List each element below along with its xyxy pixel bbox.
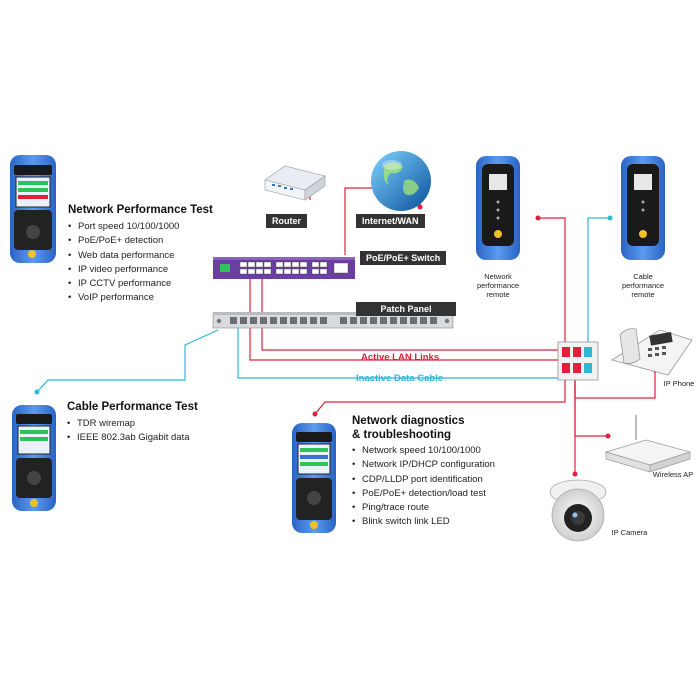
list-item: Blink switch link LED [352,515,495,529]
patch-panel-device [212,312,454,329]
cable-performance-title: Cable Performance Test [67,401,198,413]
list-item: CDP/LLDP port identification [352,473,495,487]
list-item: Network IP/DHCP configuration [352,458,495,472]
link-dot [417,204,423,210]
link-dot [607,215,613,221]
link-dot [605,433,611,439]
diagnostics-list: Network speed 10/100/1000 Network IP/DHC… [352,444,495,530]
diagnostics-title-line1: Network diagnostics [352,415,465,427]
red-link-lines [249,187,656,474]
list-item: PoE/PoE+ detection [68,234,179,248]
cable-performance-list: TDR wiremap IEEE 802.3ab Gigabit data [67,417,190,446]
list-item: Ping/trace route [352,501,495,515]
list-item: IP CCTV performance [68,277,179,291]
cable-remote-device [621,156,665,260]
list-item: Network speed 10/100/1000 [352,444,495,458]
red-line-diagnostics [314,380,566,415]
cyan-line-inactive [237,320,565,379]
wall-outlet [557,341,599,381]
cable-tester-device [12,405,56,511]
red-line-ap [574,380,610,437]
cyan-line-cable-remote [587,217,610,345]
network-remote-device [476,156,520,260]
ip-phone-caption: IP Phone [663,379,695,388]
globe-icon [371,151,431,211]
list-item: Port speed 10/100/1000 [68,220,179,234]
router-label: Router [266,214,307,228]
cable-remote-caption: Cable performance remote [621,272,665,299]
ip-phone-device [611,328,693,376]
network-performance-list: Port speed 10/100/1000 PoE/PoE+ detectio… [68,220,179,306]
poe-switch-device [213,257,355,279]
cyan-line-cable-test [36,329,219,393]
list-item: VoIP performance [68,291,179,305]
internet-label: Internet/WAN [356,214,425,228]
ip-camera-device [549,479,607,542]
wireless-ap-caption: Wireless AP [652,470,694,479]
link-dot [535,215,541,221]
list-item: IP video performance [68,263,179,277]
network-remote-caption: Network performance remote [476,272,520,299]
poe-switch-label: PoE/PoE+ Switch [360,251,447,265]
link-dot [34,389,40,395]
router-device [264,165,326,201]
network-performance-title: Network Performance Test [68,204,213,216]
patch-panel-label: Patch Panel [356,302,456,316]
red-line-remote [538,217,566,345]
cyan-link-lines [36,217,610,393]
diagnostics-title-line2: & troubleshooting [352,429,452,441]
list-item: TDR wiremap [67,417,190,431]
red-line-active-1 [249,270,565,361]
list-item: PoE/PoE+ detection/load test [352,487,495,501]
network-tester-device [10,155,56,263]
red-line-active-2 [261,270,565,351]
link-dot [572,471,578,477]
link-dot [312,411,318,417]
ip-camera-caption: IP Camera [611,528,648,537]
link-endpoints-cyan [34,215,613,395]
diagnostics-tester-device [292,423,336,533]
wireless-ap-device [604,415,692,473]
active-links-label: Active LAN Links [361,352,440,363]
list-item: IEEE 802.3ab Gigabit data [67,431,190,445]
inactive-cable-label: Inactive Data Cable [356,373,444,384]
list-item: Web data performance [68,249,179,263]
